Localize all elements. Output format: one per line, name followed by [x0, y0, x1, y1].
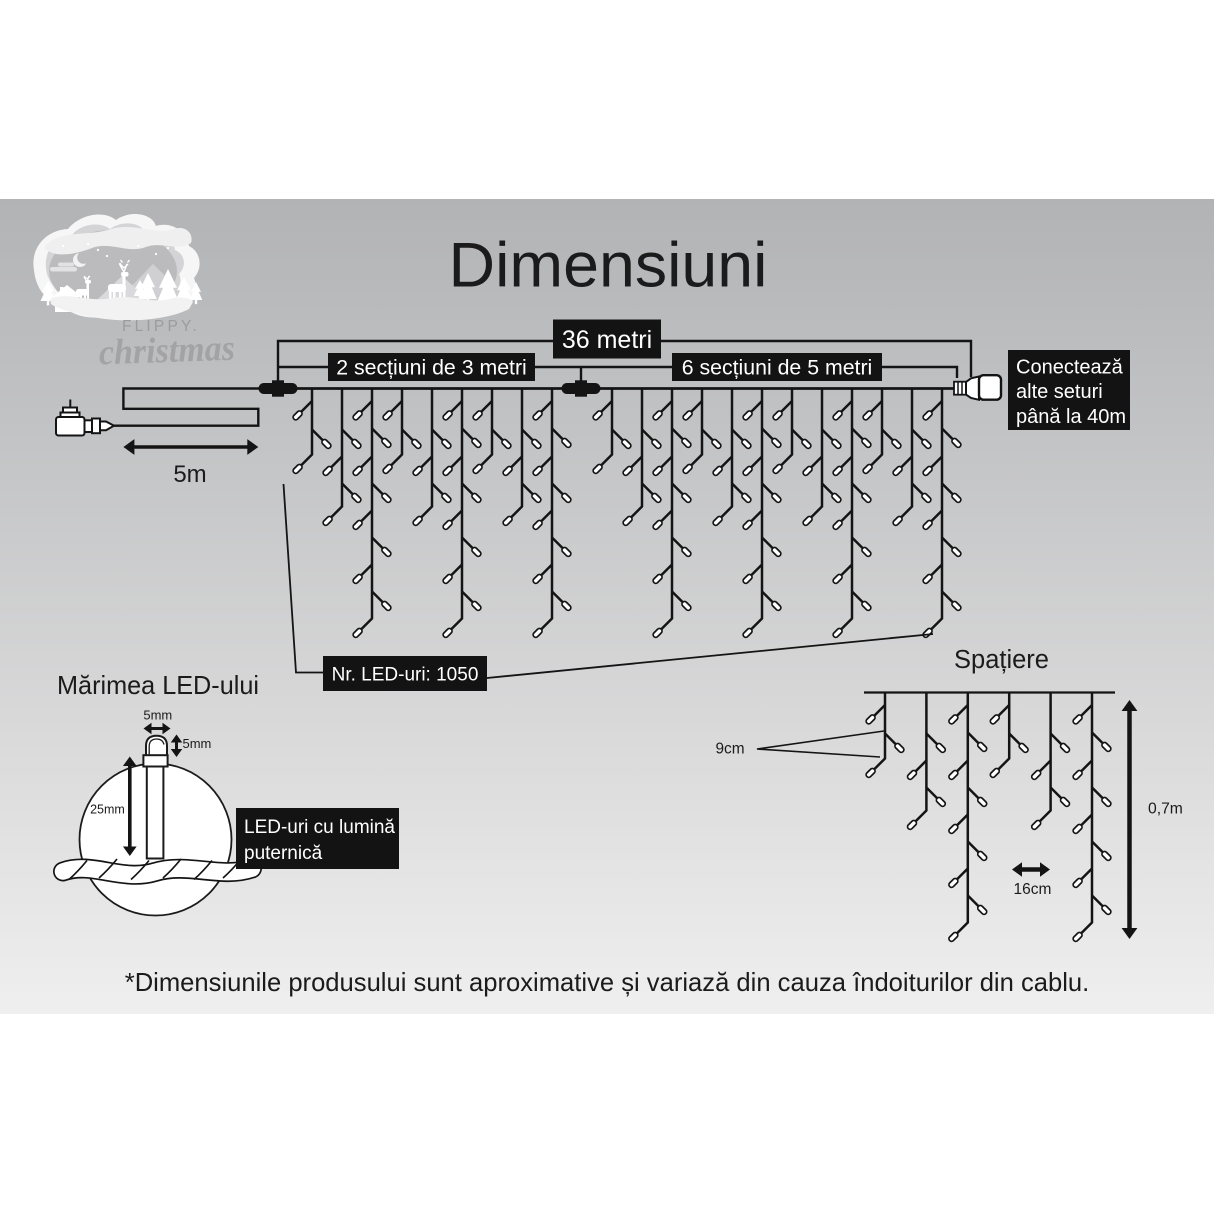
svg-text:Spațiere: Spațiere — [954, 646, 1049, 674]
svg-text:Nr. LED-uri: 1050: Nr. LED-uri: 1050 — [332, 664, 479, 685]
svg-text:LED-uri cu lumină: LED-uri cu lumină — [244, 817, 395, 838]
svg-text:6 secțiuni de 5 metri: 6 secțiuni de 5 metri — [682, 356, 873, 380]
svg-text:puternică: puternică — [244, 843, 323, 864]
svg-text:5mm: 5mm — [183, 736, 212, 751]
svg-text:Mărimea LED-ului: Mărimea LED-ului — [57, 672, 259, 700]
svg-text:christmas: christmas — [98, 328, 235, 373]
svg-text:36 metri: 36 metri — [562, 326, 652, 354]
svg-text:alte seturi: alte seturi — [1016, 381, 1103, 403]
svg-text:5m: 5m — [173, 461, 206, 488]
svg-text:5mm: 5mm — [143, 708, 172, 723]
svg-text:16cm: 16cm — [1014, 881, 1052, 898]
svg-text:0,7m: 0,7m — [1148, 801, 1183, 818]
svg-text:*Dimensiunile produsului sunt: *Dimensiunile produsului sunt aproximati… — [125, 969, 1090, 997]
svg-text:2 secțiuni de 3 metri: 2 secțiuni de 3 metri — [336, 356, 527, 380]
svg-text:până la 40m: până la 40m — [1016, 406, 1126, 428]
svg-text:9cm: 9cm — [716, 741, 745, 758]
svg-text:Conectează: Conectează — [1016, 357, 1124, 379]
svg-text:Dimensiuni: Dimensiuni — [449, 231, 768, 301]
svg-text:FLIPPY.: FLIPPY. — [122, 318, 200, 335]
svg-text:25mm: 25mm — [90, 803, 125, 817]
